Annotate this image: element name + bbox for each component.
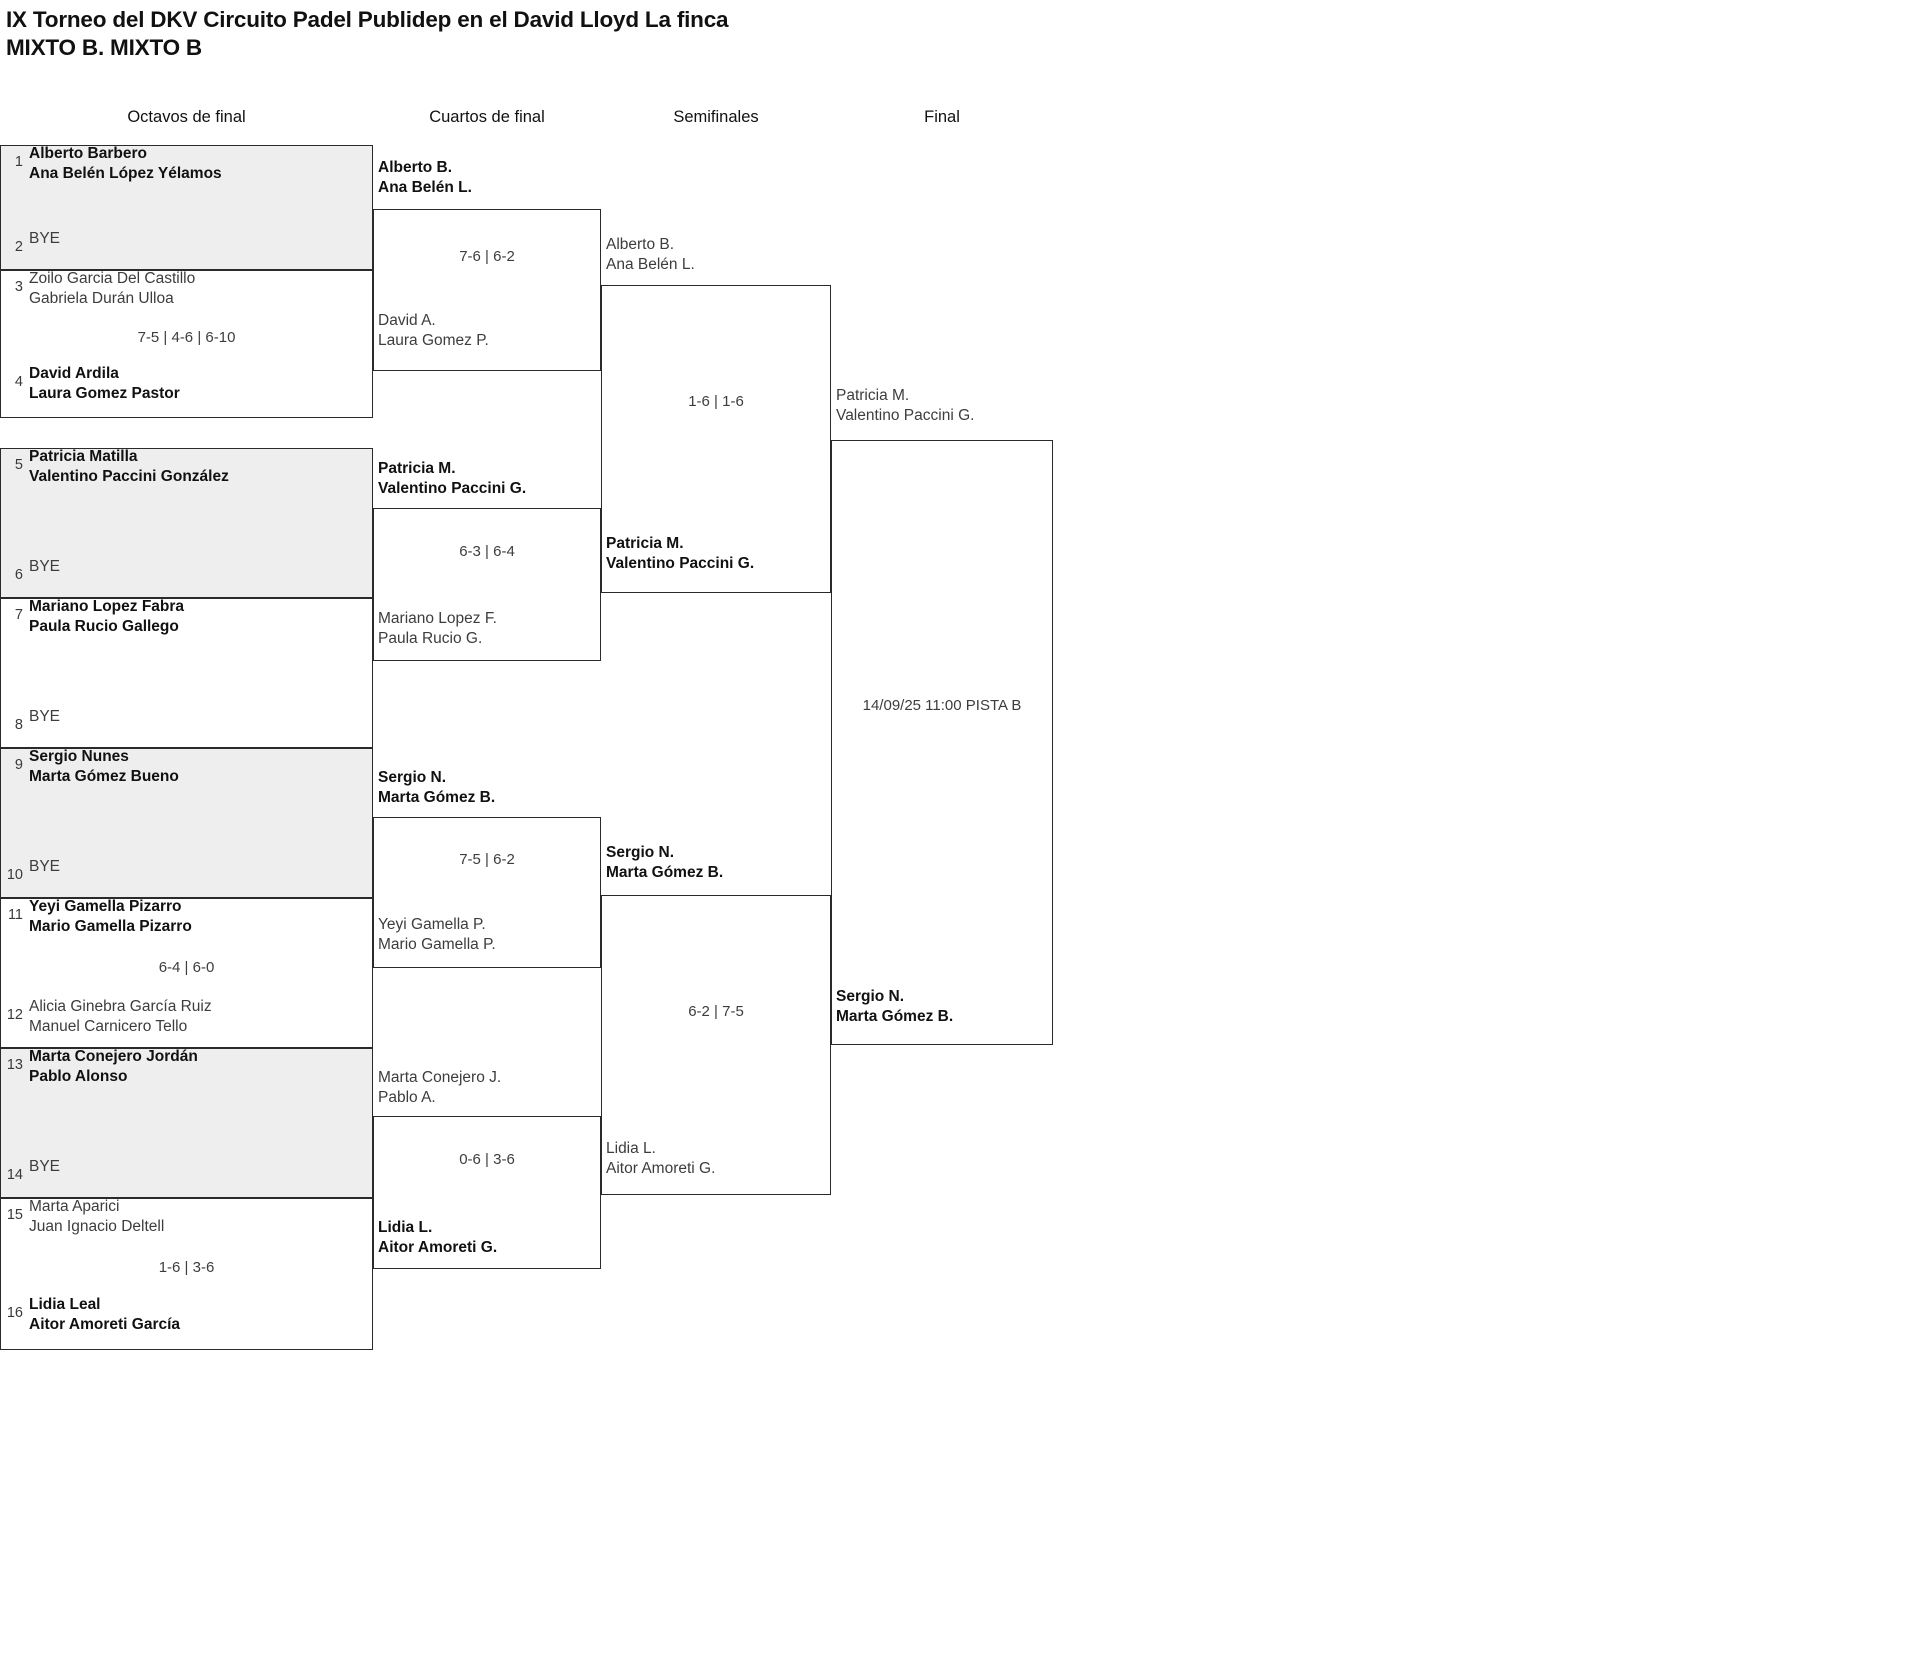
seed-number: 9 xyxy=(14,757,23,773)
seed-number: 12 xyxy=(6,1007,23,1023)
team-names: Patricia Matilla Valentino Paccini Gonzá… xyxy=(29,448,229,485)
r4-match-1-bracket xyxy=(831,440,1053,1045)
r3-m1-bottom-entry[interactable]: Patricia M. Valentino Paccini G. xyxy=(606,535,755,572)
r1-m1-bottom-entry[interactable]: 2 BYE xyxy=(1,229,372,257)
team-names: Marta Aparici Juan Ignacio Deltell xyxy=(29,1198,165,1235)
r1-m4-top-entry[interactable]: 7 Mariano Lopez Fabra Paula Rucio Galleg… xyxy=(1,597,372,636)
r3-m1-top-entry[interactable]: Alberto B. Ana Belén L. xyxy=(606,236,695,273)
seed-number: 7 xyxy=(14,607,23,623)
r2-m2-top-entry[interactable]: Patricia M. Valentino Paccini G. xyxy=(378,460,527,497)
r2-m1-score: 7-6 | 6-2 xyxy=(459,248,515,265)
seed-number: 11 xyxy=(7,907,23,923)
round-heading-final: Final xyxy=(924,108,960,126)
r1-m6-score: 6-4 | 6-0 xyxy=(158,959,215,976)
r1-m2-score: 7-5 | 4-6 | 6-10 xyxy=(137,329,236,346)
r1-m8-score: 1-6 | 3-6 xyxy=(158,1259,215,1276)
team-names: Yeyi Gamella Pizarro Mario Gamella Pizar… xyxy=(29,898,192,935)
r2-m4-bottom-entry[interactable]: Lidia L. Aitor Amoreti G. xyxy=(378,1219,498,1256)
seed-number: 5 xyxy=(14,457,23,473)
r1-m5-top-entry[interactable]: 9 Sergio Nunes Marta Gómez Bueno xyxy=(1,747,372,786)
r3-match-1-bracket xyxy=(601,285,831,593)
r2-m4-top-entry[interactable]: Marta Conejero J. Pablo A. xyxy=(378,1069,502,1106)
r2-m1-top-entry[interactable]: Alberto B. Ana Belén L. xyxy=(378,159,472,196)
r1-m1-top-entry[interactable]: 1 Alberto Barbero Ana Belén López Yélamo… xyxy=(1,144,372,183)
r2-match-3-bracket xyxy=(373,817,601,968)
seed-number: 10 xyxy=(6,867,23,883)
r3-m2-top-entry[interactable]: Sergio N. Marta Gómez B. xyxy=(606,844,724,881)
team-names: Alicia Ginebra García Ruiz Manuel Carnic… xyxy=(29,998,212,1035)
seed-number: 2 xyxy=(14,239,23,255)
r2-m2-bottom-entry[interactable]: Mariano Lopez F. Paula Rucio G. xyxy=(378,610,497,647)
r1-m5-bottom-entry[interactable]: 10 BYE xyxy=(1,857,372,885)
page-title: IX Torneo del DKV Circuito Padel Publide… xyxy=(6,6,1206,62)
r2-match-2-bracket xyxy=(373,508,601,661)
tournament-title-line-2: MIXTO B. MIXTO B xyxy=(6,35,202,60)
r2-m2-score: 6-3 | 6-4 xyxy=(459,543,515,560)
r1-match-4[interactable]: 7 Mariano Lopez Fabra Paula Rucio Galleg… xyxy=(0,598,373,748)
r1-m8-bottom-entry[interactable]: 16 Lidia Leal Aitor Amoreti García xyxy=(1,1295,372,1334)
r1-m6-top-entry[interactable]: 11 Yeyi Gamella Pizarro Mario Gamella Pi… xyxy=(1,897,372,936)
r2-match-4-bracket xyxy=(373,1116,601,1269)
r1-m3-top-entry[interactable]: 5 Patricia Matilla Valentino Paccini Gon… xyxy=(1,447,372,486)
r1-match-1[interactable]: 1 Alberto Barbero Ana Belén López Yélamo… xyxy=(0,145,373,270)
r3-m1-score: 1-6 | 1-6 xyxy=(688,393,744,410)
team-names: David Ardila Laura Gomez Pastor xyxy=(29,365,180,402)
r1-match-7[interactable]: 13 Marta Conejero Jordán Pablo Alonso 14… xyxy=(0,1048,373,1198)
r1-match-8[interactable]: 15 Marta Aparici Juan Ignacio Deltell 1-… xyxy=(0,1198,373,1350)
r1-match-3[interactable]: 5 Patricia Matilla Valentino Paccini Gon… xyxy=(0,448,373,598)
team-names: BYE xyxy=(29,230,61,247)
r2-m3-bottom-entry[interactable]: Yeyi Gamella P. Mario Gamella P. xyxy=(378,916,496,953)
r1-m6-bottom-entry[interactable]: 12 Alicia Ginebra García Ruiz Manuel Car… xyxy=(1,997,372,1036)
tournament-title-line-1: IX Torneo del DKV Circuito Padel Publide… xyxy=(6,7,729,32)
r2-m3-top-entry[interactable]: Sergio N. Marta Gómez B. xyxy=(378,769,496,806)
r3-m2-bottom-entry[interactable]: Lidia L. Aitor Amoreti G. xyxy=(606,1140,716,1177)
seed-number: 13 xyxy=(6,1057,23,1073)
r1-match-2[interactable]: 3 Zoilo Garcia Del Castillo Gabriela Dur… xyxy=(0,270,373,418)
seed-number: 4 xyxy=(14,374,23,390)
team-names: Zoilo Garcia Del Castillo Gabriela Durán… xyxy=(29,270,196,307)
final-match-schedule: 14/09/25 11:00 PISTA B xyxy=(862,697,1022,714)
r2-m3-score: 7-5 | 6-2 xyxy=(459,851,515,868)
team-names: Lidia Leal Aitor Amoreti García xyxy=(29,1296,181,1333)
team-names: BYE xyxy=(29,858,61,875)
r1-m7-top-entry[interactable]: 13 Marta Conejero Jordán Pablo Alonso xyxy=(1,1047,372,1086)
r1-m2-top-entry[interactable]: 3 Zoilo Garcia Del Castillo Gabriela Dur… xyxy=(1,269,372,308)
team-names: BYE xyxy=(29,558,61,575)
r2-m1-bottom-entry[interactable]: David A. Laura Gomez P. xyxy=(378,312,489,349)
seed-number: 6 xyxy=(14,567,23,583)
r1-m7-bottom-entry[interactable]: 14 BYE xyxy=(1,1157,372,1185)
seed-number: 1 xyxy=(14,154,23,170)
team-names: Alberto Barbero Ana Belén López Yélamos xyxy=(29,145,222,182)
r1-match-6[interactable]: 11 Yeyi Gamella Pizarro Mario Gamella Pi… xyxy=(0,898,373,1048)
team-names: BYE xyxy=(29,1158,61,1175)
r2-m4-score: 0-6 | 3-6 xyxy=(459,1151,515,1168)
round-heading-octavos: Octavos de final xyxy=(127,108,246,126)
seed-number: 16 xyxy=(6,1305,23,1321)
r1-m8-top-entry[interactable]: 15 Marta Aparici Juan Ignacio Deltell xyxy=(1,1197,372,1236)
team-names: Sergio Nunes Marta Gómez Bueno xyxy=(29,748,179,785)
r3-match-2-bracket xyxy=(601,895,831,1195)
r1-m4-bottom-entry[interactable]: 8 BYE xyxy=(1,707,372,735)
team-names: Mariano Lopez Fabra Paula Rucio Gallego xyxy=(29,598,185,635)
team-names: Marta Conejero Jordán Pablo Alonso xyxy=(29,1048,198,1085)
r1-match-5[interactable]: 9 Sergio Nunes Marta Gómez Bueno 10 BYE xyxy=(0,748,373,898)
r4-top-entry[interactable]: Patricia M. Valentino Paccini G. xyxy=(836,387,975,424)
round-heading-semifinales: Semifinales xyxy=(673,108,759,126)
r1-m3-bottom-entry[interactable]: 6 BYE xyxy=(1,557,372,585)
team-names: BYE xyxy=(29,708,61,725)
seed-number: 8 xyxy=(14,717,23,733)
r2-match-1-bracket xyxy=(373,209,601,371)
r4-bottom-entry[interactable]: Sergio N. Marta Gómez B. xyxy=(836,988,954,1025)
r1-m2-bottom-entry[interactable]: 4 David Ardila Laura Gomez Pastor xyxy=(1,364,372,403)
round-heading-cuartos: Cuartos de final xyxy=(429,108,545,126)
seed-number: 14 xyxy=(6,1167,23,1183)
seed-number: 3 xyxy=(14,279,23,295)
r3-m2-score: 6-2 | 7-5 xyxy=(688,1003,744,1020)
seed-number: 15 xyxy=(6,1207,23,1223)
